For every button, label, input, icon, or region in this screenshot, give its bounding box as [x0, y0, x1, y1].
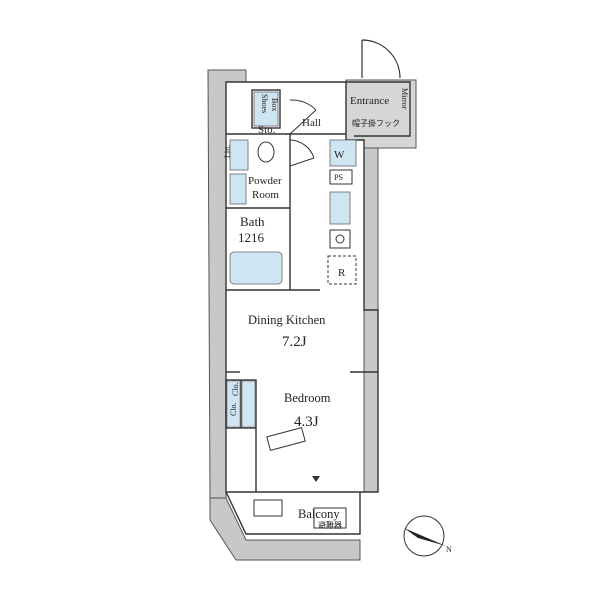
bath-tub: [229, 251, 283, 285]
kitchen-sink: [329, 191, 351, 225]
bath-label: Bath: [240, 214, 265, 229]
closet-label-1: Clo.: [231, 382, 240, 396]
shoes-box-fixture: [253, 91, 279, 127]
bedroom-label: Bedroom: [284, 391, 331, 405]
toilet: [257, 141, 275, 163]
ladder-label: 避難器: [318, 520, 342, 530]
compass-circle: [403, 515, 445, 557]
dining-kitchen-size: 7.2J: [282, 334, 307, 350]
ps-box: [329, 169, 353, 185]
dining-kitchen-label: Dining Kitchen: [248, 313, 326, 327]
shoes-box-label-2: Box: [270, 98, 279, 111]
bedroom-marker: [266, 426, 306, 452]
hall-door: [289, 99, 317, 135]
balcony-label: Balcony: [298, 507, 340, 521]
walls: [225, 81, 411, 535]
bedroom-size: 4.3J: [294, 414, 319, 430]
hall-label: Hall: [302, 117, 321, 129]
refrigerator-space: [327, 255, 357, 285]
closet-fixture-2: [241, 380, 256, 428]
powder-door: [289, 139, 315, 167]
exterior-wall-bottom: [209, 497, 361, 561]
closet-fixture-1: [226, 380, 241, 428]
refrigerator-label: R: [338, 267, 346, 279]
bath-size-label: 1216: [238, 230, 265, 245]
ps-label: PS: [334, 173, 343, 182]
balcony-unit: [253, 499, 283, 517]
mirror-label: Mirror: [400, 88, 409, 110]
entrance-door: [361, 39, 401, 79]
linen-label: Lin.: [223, 145, 232, 158]
shoes-box-label-1: Shoes: [260, 94, 269, 113]
storage-label: Sto.: [258, 124, 276, 136]
linen-fixture: [229, 139, 249, 171]
cooktop: [329, 229, 351, 249]
washer-fixture: [329, 139, 357, 167]
powder-room-label-2: Room: [252, 189, 279, 201]
washer-label: W: [334, 149, 345, 161]
closet-label-2: Clo.: [229, 402, 238, 416]
ladder-box: [313, 507, 347, 529]
entrance-label: Entrance: [350, 95, 389, 107]
north-compass: N: [403, 515, 452, 557]
powder-room-label-1: Powder: [248, 175, 282, 187]
hat-hook-label: 帽子掛フック: [352, 118, 400, 128]
powder-sink: [229, 173, 247, 205]
compass-needle: [404, 528, 446, 546]
exterior-wall-right: [363, 139, 379, 493]
window-marker: [312, 476, 320, 482]
compass-north-label: N: [446, 545, 452, 554]
burner: [335, 234, 345, 244]
